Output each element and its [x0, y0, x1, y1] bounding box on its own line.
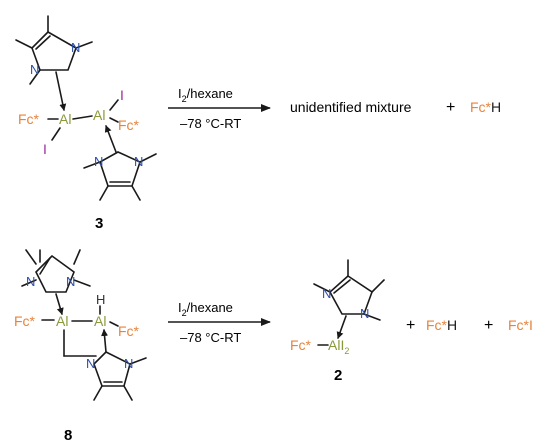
coordination-arrow — [336, 315, 347, 339]
fc-star-label: Fc* — [290, 337, 312, 353]
nitrogen-label: N — [71, 40, 80, 55]
nhc-ring-bottom — [83, 151, 157, 201]
plus-sign: + — [446, 99, 455, 116]
aluminum-label: Al — [93, 107, 105, 123]
nhc-ring — [313, 259, 385, 321]
coordination-arrow — [55, 71, 67, 111]
aluminum-label: Al — [94, 313, 106, 329]
fc-star-label: Fc* — [118, 117, 140, 133]
nitrogen-label: N — [26, 274, 35, 289]
iodine-label: I — [120, 87, 124, 103]
nitrogen-label: N — [66, 274, 75, 289]
nitrogen-label: N — [360, 306, 369, 321]
conditions-label: –78 °C-RT — [180, 116, 241, 131]
fc-star-label: Fc* — [118, 323, 140, 339]
compound-8-structure: N N Fc* Al Al H Fc* N N — [14, 249, 147, 401]
plus-sign: + — [406, 317, 415, 334]
compound-label: 8 — [64, 427, 72, 444]
byproduct-fcH: Fc*H — [470, 99, 501, 115]
coordination-arrow — [101, 329, 109, 353]
nitrogen-label: N — [124, 356, 133, 371]
reagent-label: I2/hexane — [178, 300, 233, 318]
aluminum-label: Al — [56, 313, 68, 329]
compound-2-structure: N N Fc* AlI2 — [290, 259, 385, 356]
byproduct-fcI: Fc*I — [508, 317, 533, 333]
aluminum-label: Al — [59, 111, 71, 127]
compound-label: 3 — [95, 215, 103, 232]
fc-star-label: Fc* — [14, 313, 36, 329]
byproduct-fcH: Fc*H — [426, 317, 457, 333]
plus-sign: + — [484, 317, 493, 334]
nhc-ring-top — [21, 249, 91, 293]
coordination-arrow — [104, 125, 117, 153]
nhc-ring-bottom — [93, 351, 147, 401]
reagent-label: I2/hexane — [178, 86, 233, 104]
nitrogen-label: N — [94, 154, 103, 169]
nitrogen-label: N — [134, 154, 143, 169]
product-text: unidentified mixture — [290, 99, 412, 115]
hydrogen-label: H — [96, 292, 105, 307]
fc-star-label: Fc* — [18, 111, 40, 127]
compound-3-structure: N N Fc* Al I Al I Fc* N N — [15, 15, 157, 201]
nitrogen-label: N — [86, 356, 95, 371]
compound-label: 2 — [334, 367, 342, 384]
nitrogen-label: N — [30, 62, 39, 77]
ali2-label: AlI2 — [328, 337, 349, 356]
nhc-ring-top — [15, 15, 93, 85]
conditions-label: –78 °C-RT — [180, 330, 241, 345]
iodine-label: I — [43, 141, 47, 157]
nitrogen-label: N — [322, 286, 331, 301]
coordination-arrow — [55, 293, 64, 315]
